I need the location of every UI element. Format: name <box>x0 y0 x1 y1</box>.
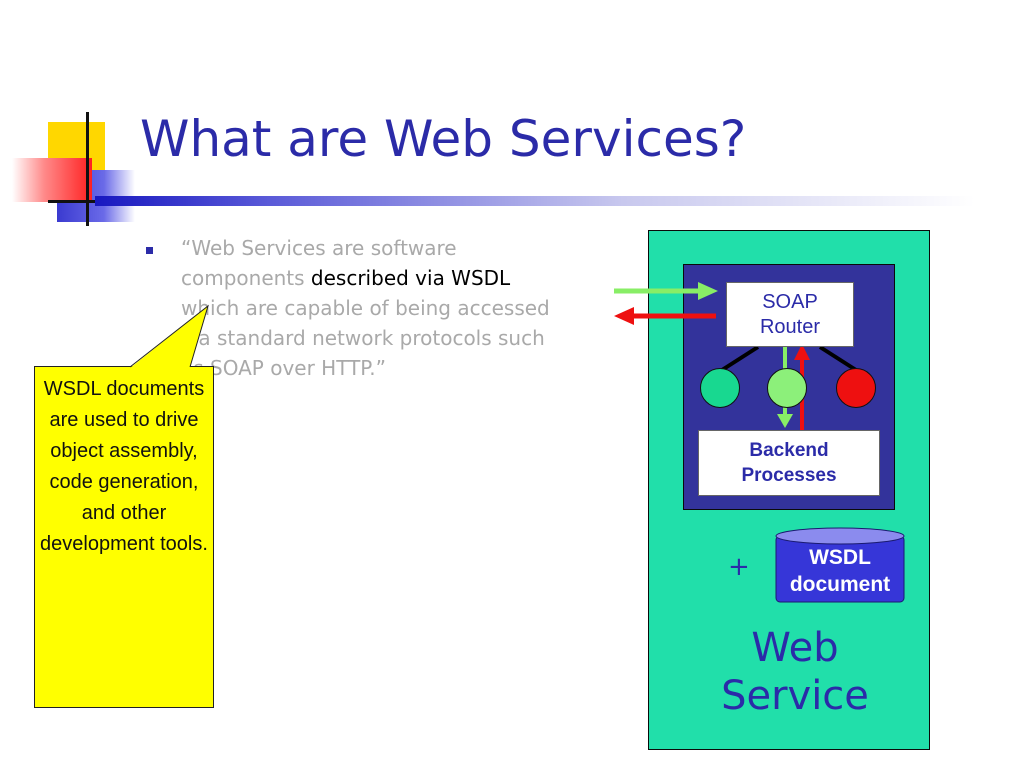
green-down-arrow-head <box>777 414 793 428</box>
decor-vertical-line <box>86 112 89 226</box>
process-circle-green <box>700 368 740 408</box>
connector-line-left <box>720 345 760 372</box>
callout-pointer-outline <box>129 304 209 368</box>
decor-red-bar <box>12 158 92 202</box>
bullet-text: “Web Services are software components de… <box>181 233 561 383</box>
backend-line2: Processes <box>741 465 837 486</box>
soap-router-line1: SOAP <box>762 290 818 313</box>
plus-sign: + <box>728 552 750 582</box>
decor-horizontal-line <box>48 200 122 203</box>
connector-line-right <box>818 345 858 372</box>
web-service-label: Web Service <box>700 624 890 720</box>
page-title: What are Web Services? <box>140 110 747 168</box>
wsdl-doc-line2: document <box>789 573 891 596</box>
wsdl-doc-line1: WSDL <box>809 546 871 569</box>
web-service-line1: Web <box>751 625 839 671</box>
bullet-text-highlight: described via WSDL <box>310 266 511 290</box>
backend-line1: Backend <box>749 440 829 461</box>
title-underline <box>95 196 975 206</box>
bullet-text-part1: “Web Services are software components <box>181 236 457 290</box>
backend-processes-box: Backend Processes <box>698 430 880 496</box>
soap-router-line2: Router <box>759 315 821 338</box>
process-circle-lightgreen <box>767 368 807 408</box>
process-circle-red <box>836 368 876 408</box>
wsdl-cylinder-top <box>775 527 905 545</box>
red-up-arrow-head <box>794 344 810 360</box>
callout-text: WSDL documents are used to drive object … <box>40 378 208 555</box>
web-service-line2: Service <box>721 673 869 719</box>
outgoing-red-arrow-head <box>614 307 634 325</box>
wsdl-document-label: WSDL document <box>776 544 904 598</box>
incoming-green-arrow-head <box>698 282 718 300</box>
callout-box <box>34 366 214 708</box>
bullet-text-part2: which are capable of being accessed via … <box>181 296 550 380</box>
soap-router-box: SOAP Router <box>726 282 854 347</box>
bullet-square-icon <box>146 247 153 254</box>
